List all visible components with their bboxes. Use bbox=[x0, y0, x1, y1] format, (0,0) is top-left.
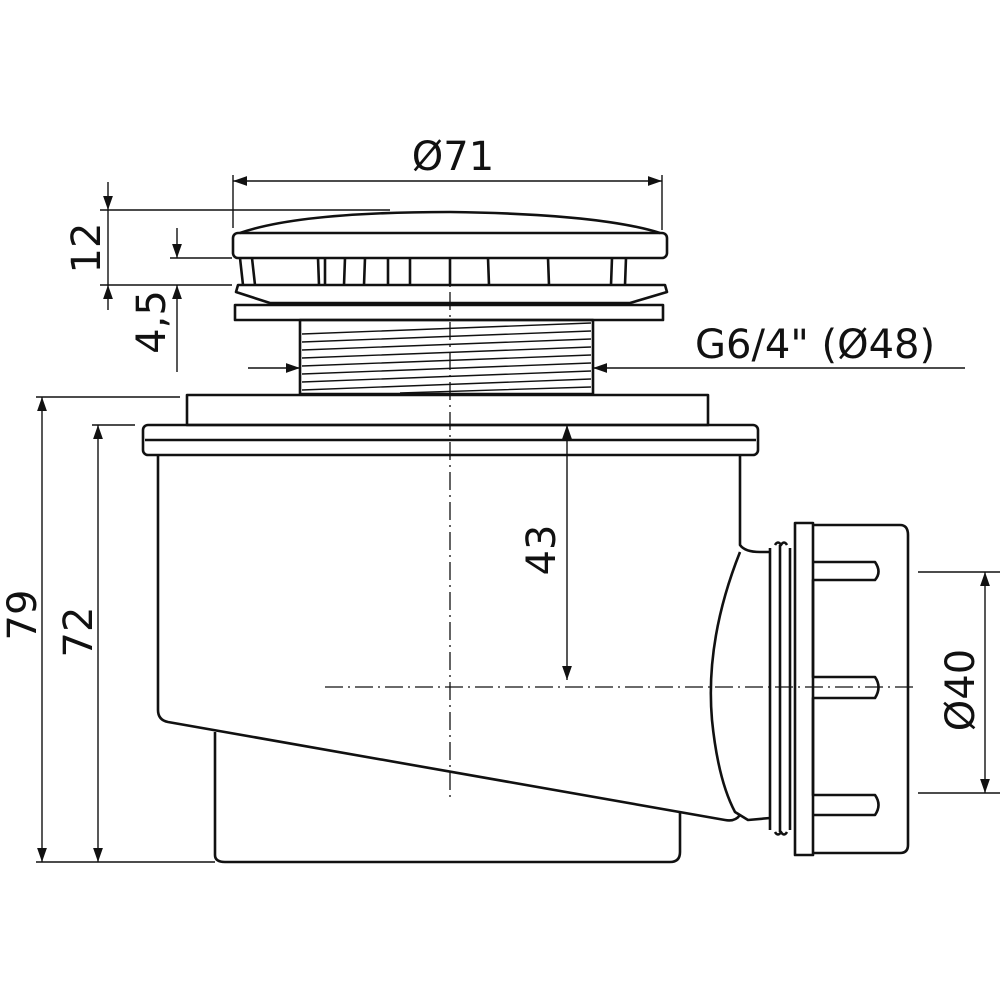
cap-diameter-label: Ø71 bbox=[412, 134, 494, 180]
cap-gap-label: 4,5 bbox=[129, 290, 175, 354]
outlet-depth-label: 43 bbox=[519, 525, 565, 576]
thread bbox=[298, 318, 595, 396]
cap-height-label: 12 bbox=[64, 223, 110, 274]
thread-label: G6/4" (Ø48) bbox=[695, 322, 935, 368]
dimension-lines bbox=[36, 175, 1000, 863]
outlet-nut bbox=[768, 521, 910, 857]
cap-ribs bbox=[238, 257, 628, 286]
total-height-label: 79 bbox=[0, 590, 46, 641]
drain-cap bbox=[231, 210, 669, 322]
drain-body bbox=[141, 393, 771, 864]
outlet-diameter-label: Ø40 bbox=[938, 649, 984, 731]
body-height-label: 72 bbox=[56, 607, 102, 658]
